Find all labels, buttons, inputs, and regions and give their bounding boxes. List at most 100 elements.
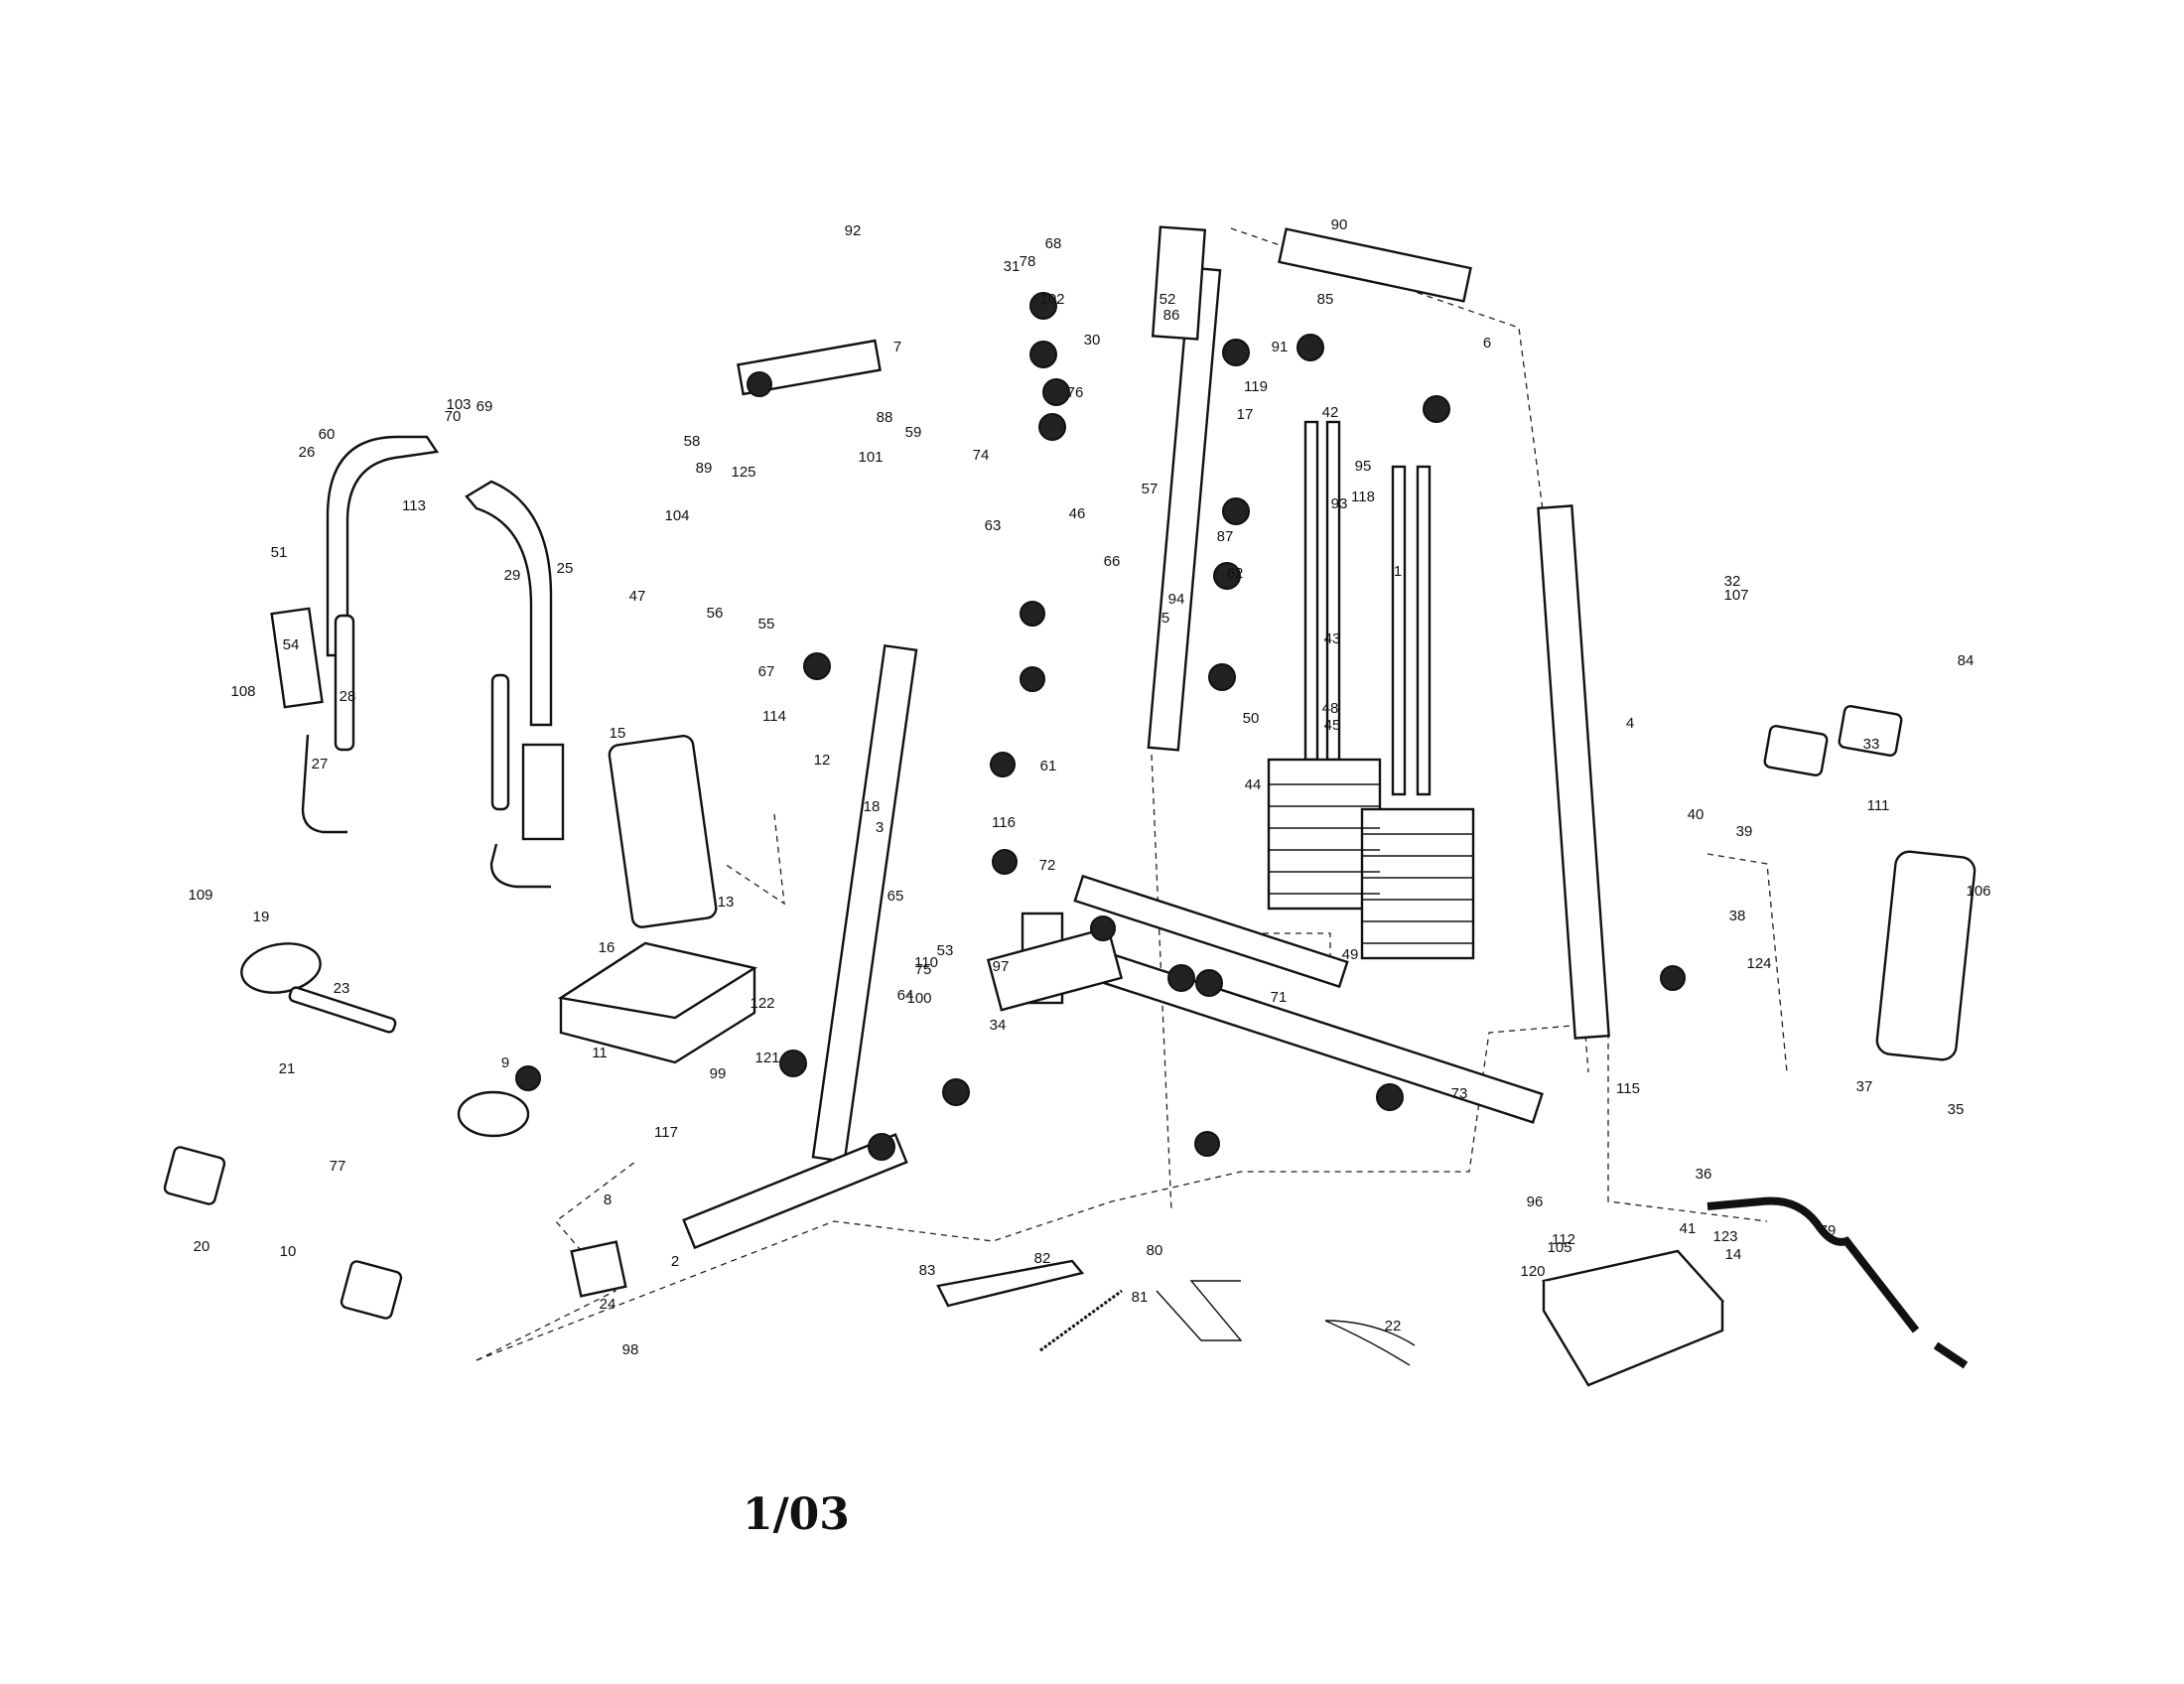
accessories <box>570 1196 1969 1369</box>
callout-74: 74 <box>973 447 990 464</box>
callout-64: 64 <box>897 987 914 1004</box>
callout-21: 21 <box>279 1060 296 1077</box>
callout-75: 75 <box>915 961 932 978</box>
callout-4: 4 <box>1626 715 1634 732</box>
callout-43: 43 <box>1324 631 1341 647</box>
callout-77: 77 <box>330 1158 346 1175</box>
callout-49: 49 <box>1342 946 1359 963</box>
callout-69: 69 <box>477 398 493 415</box>
pads-and-rollers <box>163 705 1977 1387</box>
callout-61: 61 <box>1040 758 1057 774</box>
callout-97: 97 <box>993 958 1010 975</box>
callout-119: 119 <box>1244 378 1268 395</box>
callout-2: 2 <box>671 1253 679 1270</box>
callout-36: 36 <box>1696 1166 1712 1183</box>
callout-117: 117 <box>654 1124 678 1141</box>
callout-24: 24 <box>600 1296 616 1313</box>
callout-73: 73 <box>1451 1085 1468 1102</box>
callout-51: 51 <box>271 544 288 561</box>
callout-1: 1 <box>1394 563 1402 580</box>
callout-110: 110 <box>914 954 938 971</box>
callout-122: 122 <box>750 995 774 1012</box>
callout-23: 23 <box>334 980 350 997</box>
callout-12: 12 <box>814 752 831 769</box>
callout-18: 18 <box>864 798 881 815</box>
callout-116: 116 <box>992 814 1016 831</box>
callout-47: 47 <box>629 588 646 605</box>
callout-89: 89 <box>696 460 713 477</box>
callout-41: 41 <box>1680 1220 1697 1237</box>
callout-3: 3 <box>876 819 884 836</box>
callout-76: 76 <box>1067 384 1084 401</box>
callout-27: 27 <box>312 756 329 772</box>
callout-98: 98 <box>622 1341 639 1358</box>
callout-31: 31 <box>1004 258 1021 275</box>
callout-14: 14 <box>1725 1246 1742 1263</box>
callout-82: 82 <box>1034 1250 1051 1267</box>
callout-22: 22 <box>1385 1318 1402 1334</box>
callout-79: 79 <box>1820 1222 1837 1239</box>
pulleys <box>515 292 1686 1161</box>
callout-40: 40 <box>1688 806 1705 823</box>
callout-labels: 1234567891011121314151617181920212223242… <box>188 216 1990 1358</box>
callout-88: 88 <box>877 409 893 426</box>
callout-53: 53 <box>937 942 954 959</box>
callout-11: 11 <box>592 1045 608 1061</box>
callout-65: 65 <box>887 888 904 905</box>
callout-102: 102 <box>1039 291 1064 308</box>
callout-67: 67 <box>758 663 775 680</box>
callout-57: 57 <box>1142 481 1159 497</box>
main-frame <box>682 225 1610 1250</box>
callout-101: 101 <box>858 449 883 466</box>
callout-103: 103 <box>446 396 471 413</box>
callout-71: 71 <box>1271 989 1288 1006</box>
callout-112: 112 <box>1552 1231 1575 1248</box>
callout-5: 5 <box>1161 610 1169 627</box>
callout-118: 118 <box>1351 489 1375 505</box>
callout-37: 37 <box>1856 1078 1873 1095</box>
callout-108: 108 <box>230 683 255 700</box>
callout-26: 26 <box>299 444 316 461</box>
callout-66: 66 <box>1104 553 1121 570</box>
callout-34: 34 <box>990 1017 1007 1034</box>
callout-85: 85 <box>1317 291 1334 308</box>
callout-45: 45 <box>1324 717 1341 734</box>
callout-35: 35 <box>1948 1101 1965 1118</box>
callout-29: 29 <box>504 567 521 584</box>
callout-86: 86 <box>1163 307 1180 324</box>
callout-60: 60 <box>319 426 336 443</box>
callout-125: 125 <box>731 464 755 481</box>
callout-13: 13 <box>718 894 735 911</box>
callout-33: 33 <box>1863 736 1880 753</box>
callout-70: 70 <box>445 408 462 425</box>
callout-84: 84 <box>1958 652 1975 669</box>
callout-17: 17 <box>1237 406 1254 423</box>
callout-7: 7 <box>893 339 901 355</box>
callout-10: 10 <box>280 1243 297 1260</box>
callout-32: 32 <box>1724 573 1741 590</box>
callout-111: 111 <box>1867 797 1890 814</box>
callout-50: 50 <box>1243 710 1260 727</box>
callout-105: 105 <box>1547 1239 1571 1256</box>
callout-16: 16 <box>599 939 615 956</box>
callout-123: 123 <box>1712 1228 1737 1245</box>
callout-109: 109 <box>188 887 212 904</box>
callout-120: 120 <box>1520 1263 1545 1280</box>
callout-39: 39 <box>1736 823 1753 840</box>
callout-9: 9 <box>501 1054 509 1071</box>
callout-87: 87 <box>1217 528 1234 545</box>
callout-100: 100 <box>906 990 931 1007</box>
callout-80: 80 <box>1147 1242 1163 1259</box>
callout-121: 121 <box>754 1050 779 1066</box>
callout-107: 107 <box>1723 587 1748 604</box>
callout-55: 55 <box>758 616 775 632</box>
callout-78: 78 <box>1020 253 1036 270</box>
callout-106: 106 <box>1966 883 1990 900</box>
callout-104: 104 <box>664 507 689 524</box>
callout-96: 96 <box>1527 1193 1544 1210</box>
callout-46: 46 <box>1069 505 1086 522</box>
callout-92: 92 <box>845 222 862 239</box>
callout-93: 93 <box>1331 495 1348 512</box>
callout-54: 54 <box>283 636 300 653</box>
callout-62: 62 <box>1227 565 1244 582</box>
